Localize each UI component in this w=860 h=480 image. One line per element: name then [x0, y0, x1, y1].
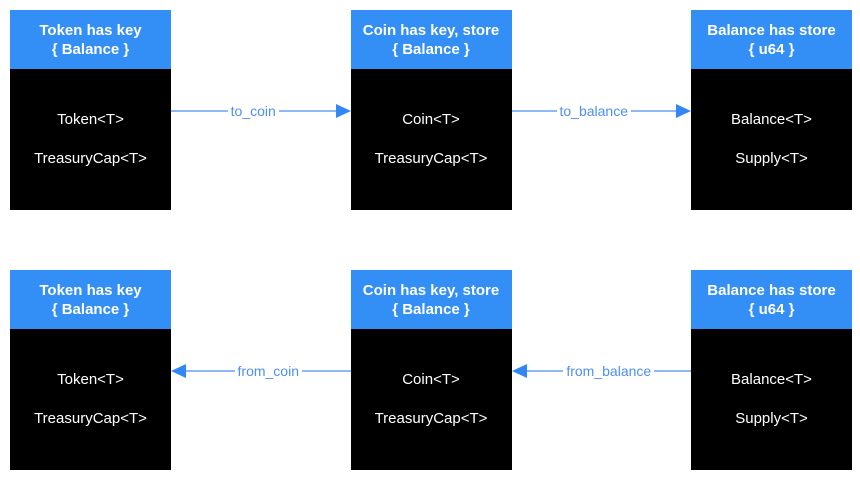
struct-body: Token<T> TreasuryCap<T>	[10, 69, 171, 210]
arrow-label: from_balance	[566, 363, 652, 379]
struct-field: Token<T>	[57, 111, 124, 128]
struct-field: Balance<T>	[731, 371, 812, 388]
arrowhead-left-icon	[171, 364, 186, 378]
arrowhead-right-icon	[676, 104, 692, 118]
arrow-line	[526, 370, 564, 372]
struct-title: Balance has store	[707, 281, 836, 299]
struct-body: Coin<T> TreasuryCap<T>	[350, 329, 512, 470]
arrow-zone: to_coin	[171, 10, 351, 210]
struct-title: Coin has key, store	[362, 21, 500, 39]
arrow-label: to_balance	[559, 103, 629, 119]
struct-field: TreasuryCap<T>	[34, 150, 147, 167]
struct-field: Token<T>	[57, 371, 124, 388]
struct-subtitle: { u64 }	[748, 300, 795, 318]
struct-field: TreasuryCap<T>	[374, 410, 488, 427]
struct-title: Balance has store	[707, 21, 836, 39]
struct-header: Coin has key, store { Balance }	[350, 10, 512, 69]
struct-box-coin: Coin has key, store { Balance } Coin<T> …	[350, 270, 512, 470]
struct-title: Token has key	[39, 281, 142, 299]
struct-body: Token<T> TreasuryCap<T>	[10, 329, 171, 470]
struct-subtitle: { Balance }	[392, 40, 470, 58]
struct-field: Balance<T>	[731, 111, 812, 128]
struct-box-token: Token has key { Balance } Token<T> Treas…	[10, 10, 171, 210]
arrow-line	[301, 370, 351, 372]
struct-field: TreasuryCap<T>	[34, 410, 147, 427]
arrow-line	[186, 370, 235, 372]
diagram-row-top: Token has key { Balance } Token<T> Treas…	[0, 10, 860, 210]
arrow-line	[654, 370, 692, 372]
arrow-zone: from_balance	[511, 270, 692, 470]
arrow-line	[278, 110, 336, 112]
arrow-zone: to_balance	[511, 10, 692, 210]
arrowhead-left-icon	[511, 364, 527, 378]
arrow-label: to_coin	[230, 103, 276, 119]
struct-body: Coin<T> TreasuryCap<T>	[350, 69, 512, 210]
struct-header: Token has key { Balance }	[10, 10, 171, 69]
struct-header: Coin has key, store { Balance }	[350, 270, 512, 329]
struct-subtitle: { u64 }	[748, 40, 795, 58]
struct-field: Coin<T>	[402, 111, 460, 128]
arrowhead-right-icon	[335, 104, 351, 118]
struct-title: Token has key	[39, 21, 142, 39]
arrow-from-coin: from_coin	[171, 363, 351, 379]
struct-field: TreasuryCap<T>	[374, 150, 488, 167]
arrow-from-balance: from_balance	[511, 363, 692, 379]
struct-subtitle: { Balance }	[51, 40, 130, 58]
struct-title: Coin has key, store	[362, 281, 500, 299]
struct-box-balance: Balance has store { u64 } Balance<T> Sup…	[691, 10, 852, 210]
struct-subtitle: { Balance }	[51, 300, 130, 318]
struct-header: Balance has store { u64 }	[691, 10, 852, 69]
arrow-label: from_coin	[237, 363, 299, 379]
struct-field: Supply<T>	[735, 150, 808, 167]
arrow-line	[171, 110, 228, 112]
arrow-line	[511, 110, 557, 112]
struct-subtitle: { Balance }	[392, 300, 470, 318]
arrow-to-coin: to_coin	[171, 103, 351, 119]
struct-body: Balance<T> Supply<T>	[691, 69, 852, 210]
struct-header: Balance has store { u64 }	[691, 270, 852, 329]
struct-box-coin: Coin has key, store { Balance } Coin<T> …	[350, 10, 512, 210]
struct-body: Balance<T> Supply<T>	[691, 329, 852, 470]
arrow-zone: from_coin	[171, 270, 351, 470]
arrow-line	[631, 110, 677, 112]
struct-field: Supply<T>	[735, 410, 808, 427]
arrow-to-balance: to_balance	[511, 103, 692, 119]
struct-field: Coin<T>	[402, 371, 460, 388]
struct-header: Token has key { Balance }	[10, 270, 171, 329]
struct-box-balance: Balance has store { u64 } Balance<T> Sup…	[691, 270, 852, 470]
struct-box-token: Token has key { Balance } Token<T> Treas…	[10, 270, 171, 470]
diagram-row-bottom: Token has key { Balance } Token<T> Treas…	[0, 270, 860, 470]
